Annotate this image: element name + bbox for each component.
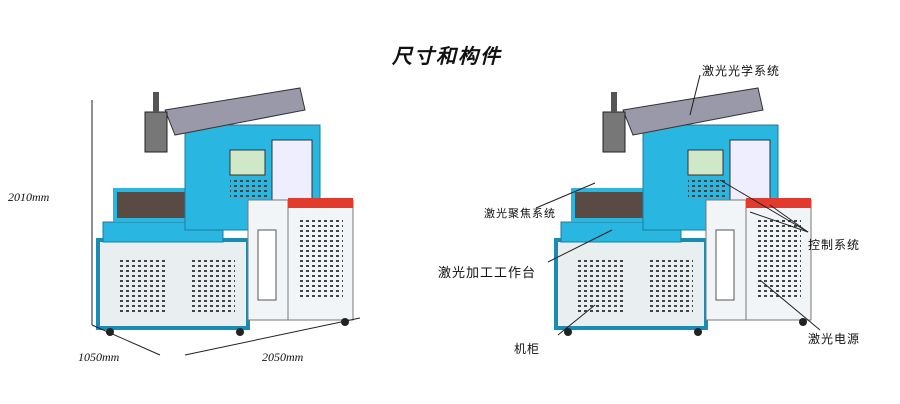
label-laser-power: 激光电源 <box>808 332 861 346</box>
dimension-lines <box>91 74 821 356</box>
depth-dimension: 1050mm <box>78 350 120 364</box>
height-dimension: 2010mm <box>8 190 50 204</box>
machine-right <box>554 86 813 338</box>
label-optical-system: 激光光学系统 <box>702 64 781 78</box>
label-cabinet: 机柜 <box>514 342 541 356</box>
label-workbench: 激光加工工作台 <box>438 266 537 281</box>
width-dimension: 2050mm <box>262 350 304 364</box>
label-focus-system: 激光聚焦系统 <box>484 207 556 220</box>
page-title: 尺寸和构件 <box>392 44 502 68</box>
machine-left <box>96 86 355 338</box>
label-control-system: 控制系统 <box>808 238 861 252</box>
